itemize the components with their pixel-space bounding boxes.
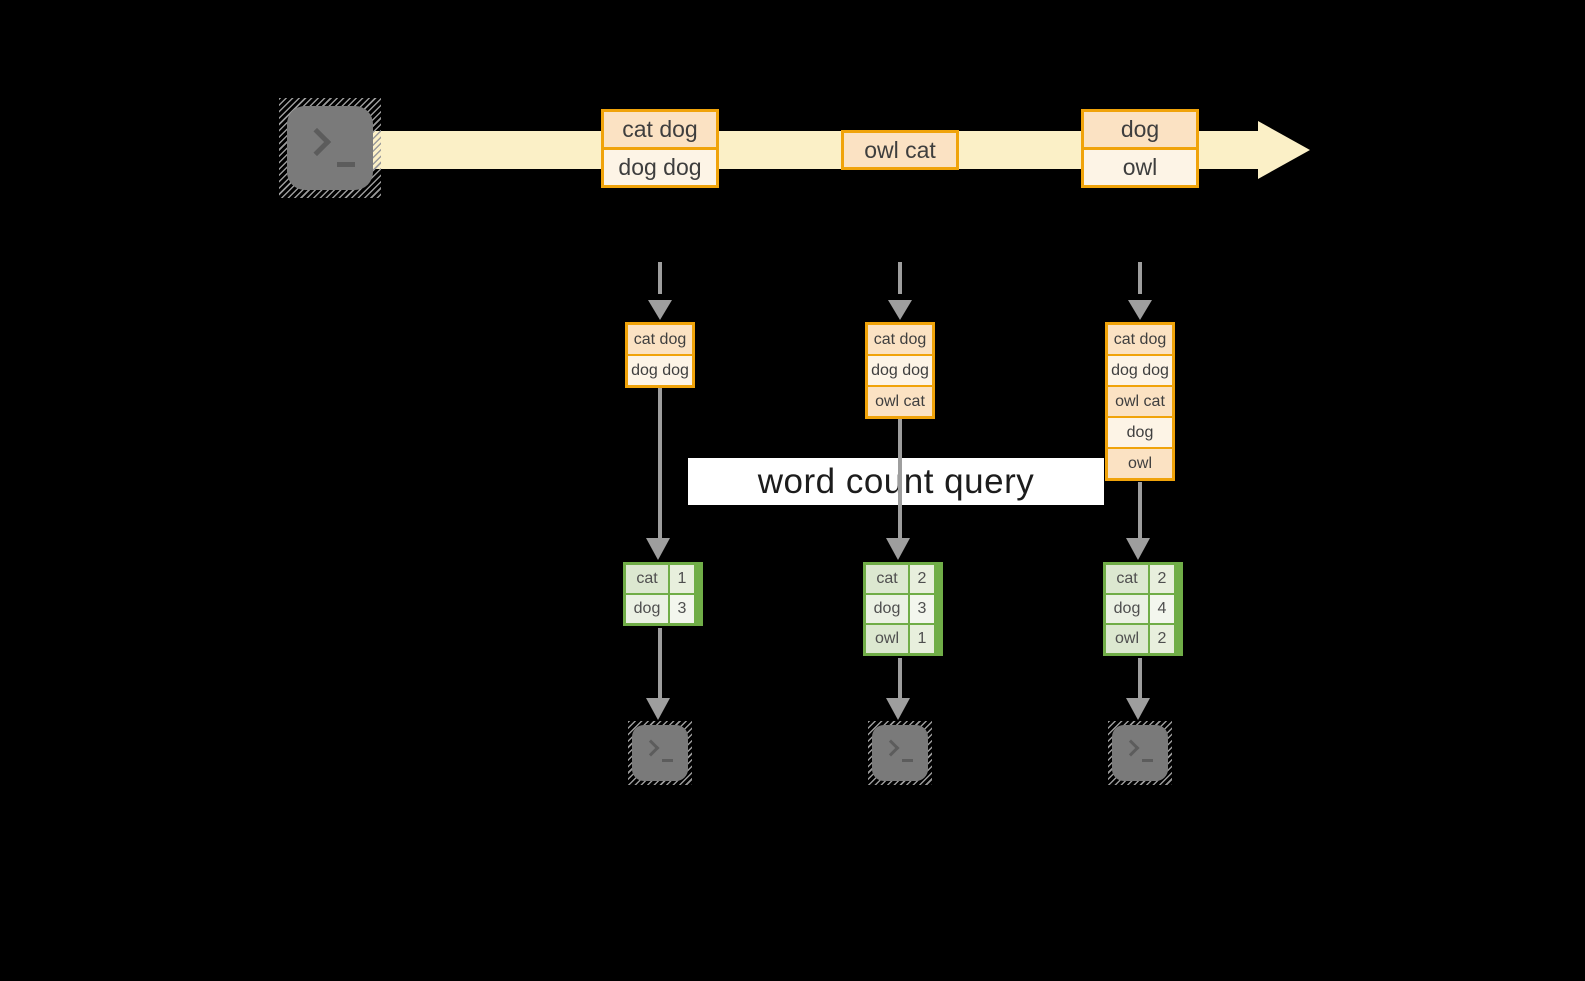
count-word: owl — [1106, 625, 1148, 653]
terminal-cursor-icon — [337, 162, 355, 167]
terminal-cursor-icon — [902, 759, 913, 762]
output-arrowhead-3 — [1126, 698, 1150, 720]
terminal-body — [1112, 725, 1168, 781]
terminal-cursor-icon — [1142, 759, 1153, 762]
count-word: cat — [1106, 565, 1148, 593]
count-value: 4 — [1150, 595, 1174, 623]
count-value: 2 — [1150, 565, 1174, 593]
buffer-item: owl cat — [1108, 385, 1172, 416]
terminal-cursor-icon — [662, 759, 673, 762]
query-arrow-line-3 — [1138, 482, 1142, 538]
terminal-body — [872, 725, 928, 781]
output-arrow-line-3 — [1138, 658, 1142, 698]
buffer-item: cat dog — [1108, 325, 1172, 354]
buffer-stack-1: cat dog dog dog — [625, 322, 695, 388]
ingest-arrowhead-2 — [888, 300, 912, 320]
ingest-arrow-line-1 — [658, 262, 662, 294]
output-arrowhead-1 — [646, 698, 670, 720]
terminal-body — [287, 106, 373, 190]
query-banner: word count query — [688, 458, 1104, 505]
count-value: 3 — [910, 595, 934, 623]
ingest-arrow-line-3 — [1138, 262, 1142, 294]
buffer-item: dog — [1108, 416, 1172, 447]
message-line: owl cat — [844, 133, 956, 167]
query-arrow-line-2 — [898, 418, 902, 538]
buffer-item: cat dog — [628, 325, 692, 354]
message-line: dog dog — [604, 147, 716, 185]
terminal-prompt-icon — [882, 739, 900, 757]
stream-arrowhead-icon — [1258, 121, 1310, 179]
terminal-prompt-icon — [302, 127, 332, 157]
terminal-output-icon-3 — [1108, 721, 1172, 785]
ingest-arrowhead-3 — [1128, 300, 1152, 320]
buffer-stack-3: cat dog dog dog owl cat dog owl — [1105, 322, 1175, 481]
message-line: owl — [1084, 147, 1196, 185]
count-table-2: cat 2 dog 3 owl 1 — [863, 562, 943, 656]
count-word: owl — [866, 625, 908, 653]
count-word: dog — [866, 595, 908, 623]
message-line: dog — [1084, 112, 1196, 147]
terminal-source-icon — [279, 98, 381, 198]
ingest-arrow-line-2 — [898, 262, 902, 294]
buffer-item: dog dog — [1108, 354, 1172, 385]
count-value: 1 — [670, 565, 694, 593]
count-value: 3 — [670, 595, 694, 623]
count-word: dog — [626, 595, 668, 623]
terminal-prompt-icon — [642, 739, 660, 757]
query-arrow-line-1 — [658, 387, 662, 538]
query-banner-label: word count query — [757, 461, 1035, 501]
output-arrow-line-1 — [658, 628, 662, 698]
count-word: cat — [626, 565, 668, 593]
count-table-3: cat 2 dog 4 owl 2 — [1103, 562, 1183, 656]
message-line: cat dog — [604, 112, 716, 147]
terminal-body — [632, 725, 688, 781]
terminal-output-icon-2 — [868, 721, 932, 785]
buffer-item: dog dog — [628, 354, 692, 385]
terminal-prompt-icon — [1122, 739, 1140, 757]
count-word: dog — [1106, 595, 1148, 623]
terminal-output-icon-1 — [628, 721, 692, 785]
stream-message-3: dog owl — [1081, 109, 1199, 188]
query-arrowhead-3 — [1126, 538, 1150, 560]
buffer-item: owl cat — [868, 385, 932, 416]
count-table-1: cat 1 dog 3 — [623, 562, 703, 626]
output-arrowhead-2 — [886, 698, 910, 720]
query-arrowhead-1 — [646, 538, 670, 560]
query-arrowhead-2 — [886, 538, 910, 560]
buffer-item: dog dog — [868, 354, 932, 385]
count-value: 2 — [1150, 625, 1174, 653]
buffer-stack-2: cat dog dog dog owl cat — [865, 322, 935, 419]
count-value: 2 — [910, 565, 934, 593]
output-arrow-line-2 — [898, 658, 902, 698]
buffer-item: owl — [1108, 447, 1172, 478]
ingest-arrowhead-1 — [648, 300, 672, 320]
stream-message-1: cat dog dog dog — [601, 109, 719, 188]
count-value: 1 — [910, 625, 934, 653]
buffer-item: cat dog — [868, 325, 932, 354]
count-word: cat — [866, 565, 908, 593]
stream-message-2: owl cat — [841, 130, 959, 170]
